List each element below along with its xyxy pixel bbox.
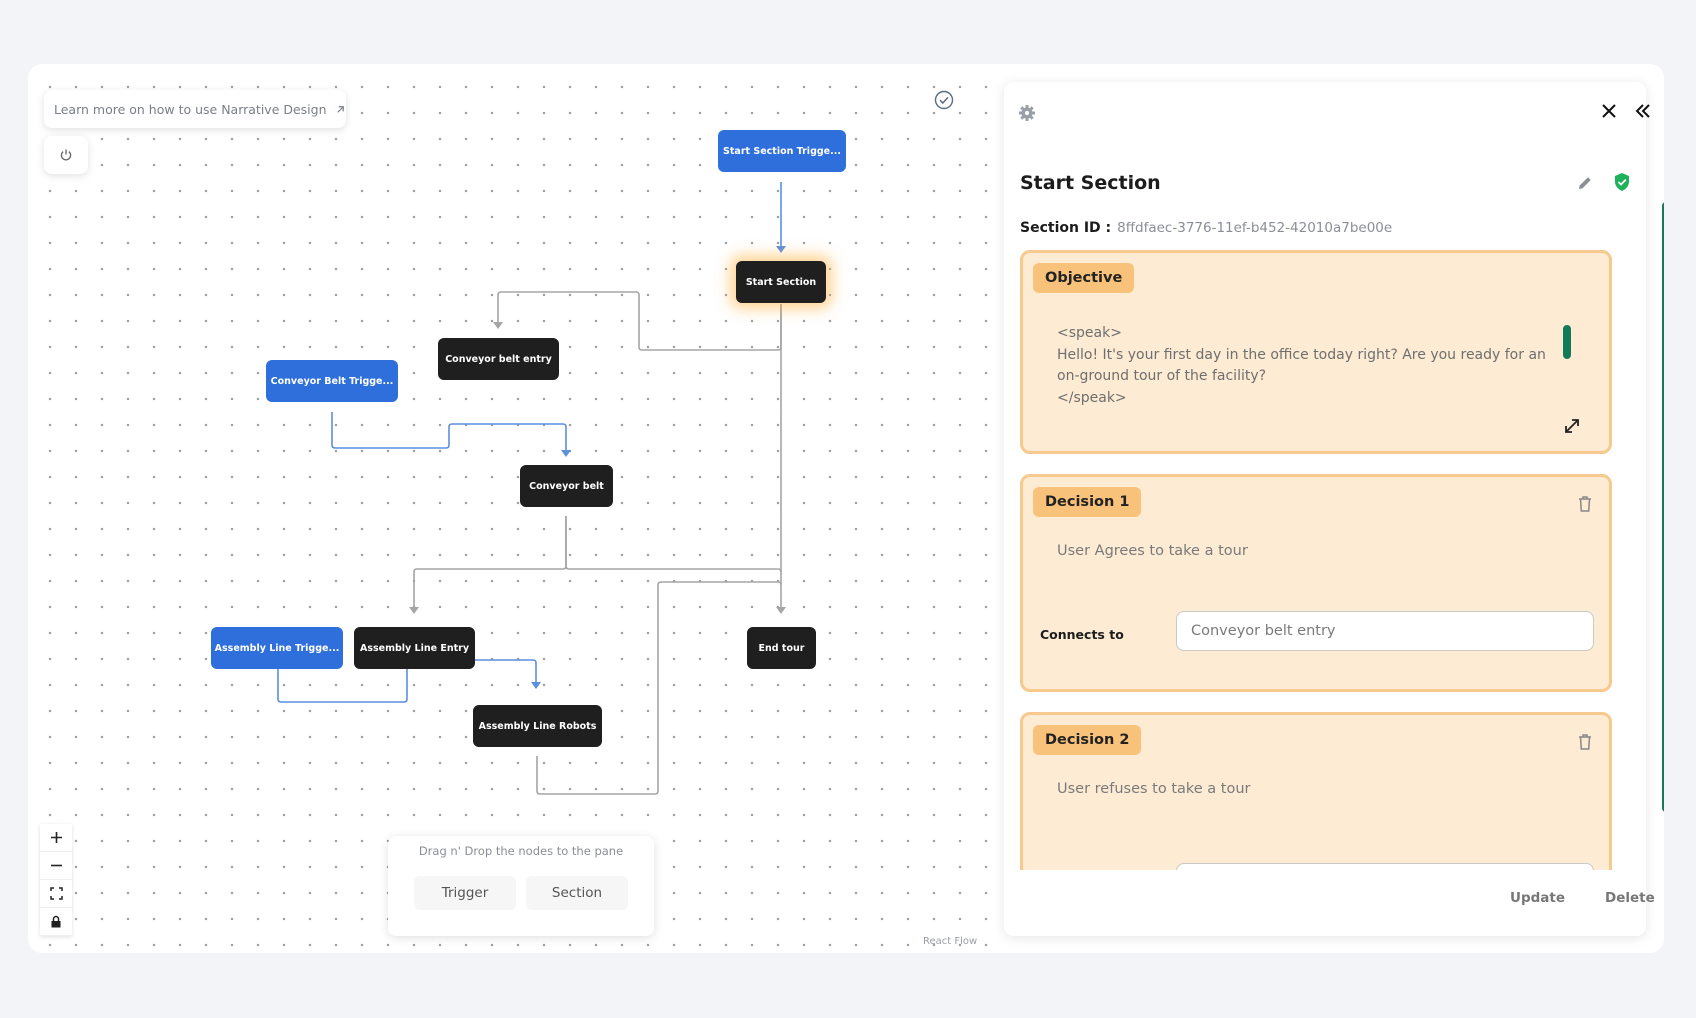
learn-more-link[interactable]: Learn more on how to use Narrative Desig…: [44, 90, 346, 128]
learn-more-label: Learn more on how to use Narrative Desig…: [54, 101, 327, 117]
edge-arrow: [561, 450, 571, 457]
node-palette: Drag n' Drop the nodes to the pane Trigg…: [388, 836, 654, 936]
trash-icon[interactable]: [1577, 733, 1593, 755]
edge-arrow: [409, 607, 419, 614]
decision-text[interactable]: User refuses to take a tour: [1057, 781, 1251, 797]
connects-to-select[interactable]: [1176, 863, 1594, 870]
edge-robots-to-end: [536, 581, 782, 795]
plus-icon: [50, 832, 62, 843]
shield-check-icon[interactable]: [1613, 172, 1631, 196]
panel-scrollbar[interactable]: [1662, 202, 1664, 812]
flow-edges: [277, 182, 786, 795]
zoom-out-button[interactable]: [40, 852, 72, 880]
edge-assembly-entry-to-robots: [474, 659, 537, 682]
objective-card: Objective <speak> Hello! It's your first…: [1020, 250, 1612, 454]
connects-to-label: Connects to: [1040, 627, 1124, 642]
fit-view-button[interactable]: [40, 880, 72, 908]
expand-icon[interactable]: [1563, 417, 1581, 439]
panel-body: Objective <speak> Hello! It's your first…: [1020, 250, 1612, 870]
section-node-draggable[interactable]: Section: [526, 876, 628, 910]
edge-arrow: [493, 322, 503, 329]
edge-arrow: [776, 607, 786, 614]
objective-text[interactable]: <speak> Hello! It's your first day in th…: [1057, 325, 1546, 406]
minus-icon: [50, 864, 62, 867]
node-assembly-line-robots[interactable]: Assembly Line Robots: [473, 705, 602, 747]
external-link-icon: [336, 105, 344, 113]
connects-to-select[interactable]: Conveyor belt entry: [1176, 611, 1594, 651]
panel-title: Start Section: [1020, 172, 1161, 194]
edge-belt-to-assembly-entry: [413, 516, 567, 607]
node-start-section-trigger[interactable]: Start Section Trigge...: [718, 130, 846, 172]
app-card: Learn more on how to use Narrative Desig…: [28, 64, 1664, 953]
gear-icon[interactable]: [1018, 104, 1036, 126]
node-assembly-line-trigger[interactable]: Assembly Line Trigge...: [211, 627, 343, 669]
node-conveyor-belt[interactable]: Conveyor belt: [520, 465, 613, 507]
edge-assembly-trigger-to-robots: [277, 664, 408, 703]
flow-canvas[interactable]: Learn more on how to use Narrative Desig…: [28, 64, 998, 953]
edge-arrow: [531, 682, 541, 689]
trigger-node-draggable[interactable]: Trigger: [414, 876, 516, 910]
node-assembly-line-entry[interactable]: Assembly Line Entry: [354, 627, 475, 669]
node-end-tour[interactable]: End tour: [747, 627, 816, 669]
zoom-controls: [40, 824, 72, 936]
panel-footer: Update Delete: [1004, 870, 1655, 934]
react-flow-attribution[interactable]: React Flow: [923, 936, 978, 947]
decision-tag: Decision 2: [1033, 725, 1142, 755]
collapse-panel-icon[interactable]: [1634, 102, 1652, 124]
section-id-label: Section ID :: [1020, 220, 1112, 236]
lock-icon: [51, 915, 61, 928]
node-conveyor-belt-entry[interactable]: Conveyor belt entry: [438, 338, 559, 380]
objective-tag: Objective: [1033, 263, 1135, 293]
zoom-in-button[interactable]: [40, 824, 72, 852]
decision-text[interactable]: User Agrees to take a tour: [1057, 543, 1248, 559]
palette-hint: Drag n' Drop the nodes to the pane: [418, 844, 624, 858]
edge-start-to-conveyor-entry: [497, 291, 782, 351]
lock-button[interactable]: [40, 908, 72, 936]
section-id-value: 8ffdfaec-3776-11ef-b452-42010a7be00e: [1117, 220, 1393, 236]
edge-belt-to-end: [565, 516, 782, 573]
check-circle-icon[interactable]: [934, 90, 954, 114]
delete-button[interactable]: Delete: [1605, 890, 1655, 906]
close-icon[interactable]: [1600, 102, 1618, 124]
edge-conveyor-trigger-to-belt: [331, 412, 567, 450]
edge-arrow: [776, 246, 786, 253]
pencil-icon[interactable]: [1576, 174, 1594, 196]
objective-scrollbar[interactable]: [1563, 325, 1571, 359]
section-details-panel: Start Section Section ID : 8ffdfaec-3776-…: [1004, 82, 1664, 936]
update-button[interactable]: Update: [1510, 890, 1566, 906]
node-start-section[interactable]: Start Section: [736, 261, 826, 303]
node-conveyor-belt-trigger[interactable]: Conveyor Belt Trigge...: [266, 360, 398, 402]
power-icon: [60, 149, 72, 161]
section-id: Section ID : 8ffdfaec-3776-11ef-b452-4201…: [1020, 220, 1392, 236]
decision-card: Decision 1 User Agrees to take a tour Co…: [1020, 474, 1612, 692]
decision-card: Decision 2 User refuses to take a tour: [1020, 712, 1612, 870]
power-button[interactable]: [44, 136, 88, 174]
fit-view-icon: [49, 887, 63, 900]
trash-icon[interactable]: [1577, 495, 1593, 517]
decision-tag: Decision 1: [1033, 487, 1142, 517]
